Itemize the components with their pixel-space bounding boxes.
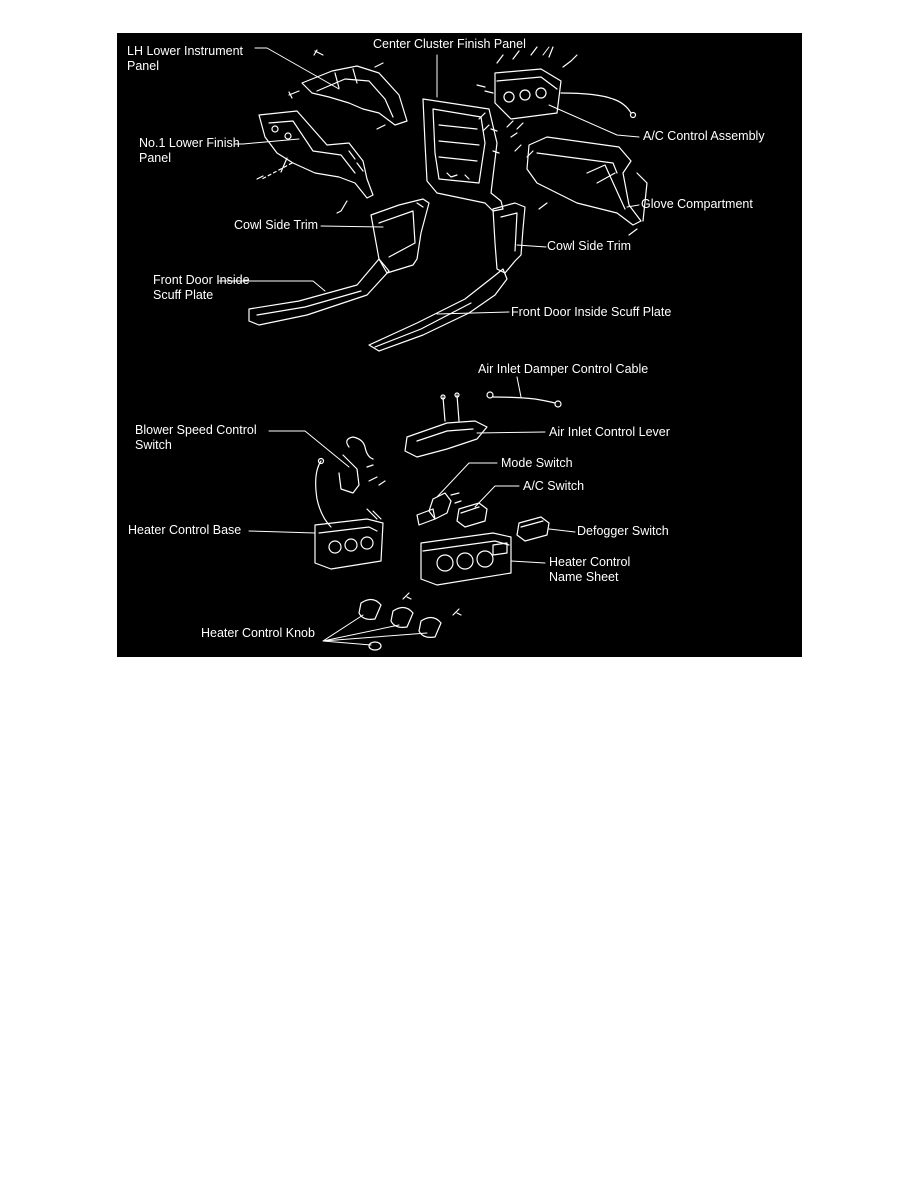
leader-glove-compartment bbox=[626, 204, 640, 208]
ac-switch-part bbox=[456, 502, 488, 528]
ac-control-assembly-part bbox=[494, 46, 637, 120]
leader-air-inlet-control-lever bbox=[476, 431, 546, 434]
label-lh-lower-instrument-panel: LH Lower Instrument Panel bbox=[127, 44, 244, 73]
glove-compartment-part bbox=[526, 136, 648, 226]
label-no1-lower-finish-panel: No.1 Lower Finish Panel bbox=[139, 136, 240, 165]
leader-mode-switch bbox=[436, 462, 498, 498]
leader-scuff-plate-right bbox=[436, 311, 510, 315]
screws-glove-compartment bbox=[514, 144, 638, 236]
exploded-parts-diagram: LH Lower Instrument Panel Center Cluster… bbox=[117, 33, 802, 657]
label-defogger-switch: Defogger Switch bbox=[577, 524, 669, 538]
label-heater-control-name-sheet: Heater Control Name Sheet bbox=[549, 555, 631, 584]
heater-control-base-part bbox=[314, 508, 384, 570]
leader-defogger-switch bbox=[548, 528, 576, 533]
screws-finish-panel bbox=[256, 157, 348, 214]
label-heater-control-knob: Heater Control Knob bbox=[201, 626, 315, 640]
heater-control-knob-parts bbox=[358, 598, 442, 651]
leader-air-inlet-damper-cable bbox=[516, 376, 522, 398]
leader-name-sheet bbox=[510, 560, 546, 564]
screws-top-left bbox=[288, 49, 386, 130]
leader-ac-switch bbox=[474, 485, 520, 508]
heater-control-name-sheet-part bbox=[420, 532, 512, 586]
label-heater-control-base: Heater Control Base bbox=[128, 523, 242, 537]
front-door-inside-scuff-plate-left-part bbox=[248, 258, 390, 326]
label-glove-compartment: Glove Compartment bbox=[641, 197, 753, 211]
lh-lower-instrument-panel-part bbox=[301, 65, 408, 126]
label-air-inlet-control-lever: Air Inlet Control Lever bbox=[549, 425, 670, 439]
screws-name-sheet bbox=[402, 592, 462, 616]
leader-cowl-side-trim-left bbox=[320, 225, 384, 228]
label-blower-speed-control-switch: Blower Speed Control Switch bbox=[135, 423, 257, 452]
label-front-door-inside-scuff-plate-left: Front Door Inside Scuff Plate bbox=[153, 273, 250, 302]
leader-ac-control-assembly bbox=[548, 104, 640, 138]
leader-cowl-side-trim-right bbox=[516, 244, 547, 248]
leader-blower-speed-switch bbox=[268, 430, 350, 468]
leader-center-cluster-2 bbox=[542, 46, 550, 56]
front-door-inside-scuff-plate-right-part bbox=[368, 268, 508, 352]
leader-lines bbox=[218, 46, 640, 646]
mode-switch-part bbox=[416, 492, 462, 526]
label-ac-switch: A/C Switch bbox=[523, 479, 585, 493]
center-cluster-finish-panel-part bbox=[422, 98, 504, 212]
cowl-side-trim-left-part bbox=[370, 198, 430, 274]
blower-speed-control-switch-part bbox=[315, 436, 386, 528]
cowl-side-trim-right-part bbox=[492, 202, 526, 274]
diagram-drawing bbox=[218, 46, 648, 651]
air-inlet-control-lever-part bbox=[404, 392, 488, 458]
no1-lower-finish-panel-part bbox=[258, 110, 374, 199]
leader-scuff-plate-left bbox=[218, 280, 326, 292]
leader-heater-control-base bbox=[248, 530, 316, 534]
label-mode-switch: Mode Switch bbox=[501, 456, 573, 470]
label-cowl-side-trim-right: Cowl Side Trim bbox=[547, 239, 632, 253]
label-center-cluster-finish-panel: Center Cluster Finish Panel bbox=[373, 37, 526, 51]
leader-no1-lower-finish-panel bbox=[234, 138, 300, 145]
label-front-door-inside-scuff-plate-right: Front Door Inside Scuff Plate bbox=[511, 305, 672, 319]
leader-heater-control-knob bbox=[322, 614, 428, 646]
label-cowl-side-trim-left: Cowl Side Trim bbox=[234, 218, 319, 232]
leader-lh-lower-instrument-panel bbox=[254, 47, 340, 90]
screws-ac-control bbox=[476, 84, 524, 138]
air-inlet-damper-control-cable-part bbox=[486, 391, 562, 408]
label-air-inlet-damper-control-cable: Air Inlet Damper Control Cable bbox=[478, 362, 649, 376]
label-ac-control-assembly: A/C Control Assembly bbox=[643, 129, 765, 143]
defogger-switch-part bbox=[516, 516, 550, 542]
